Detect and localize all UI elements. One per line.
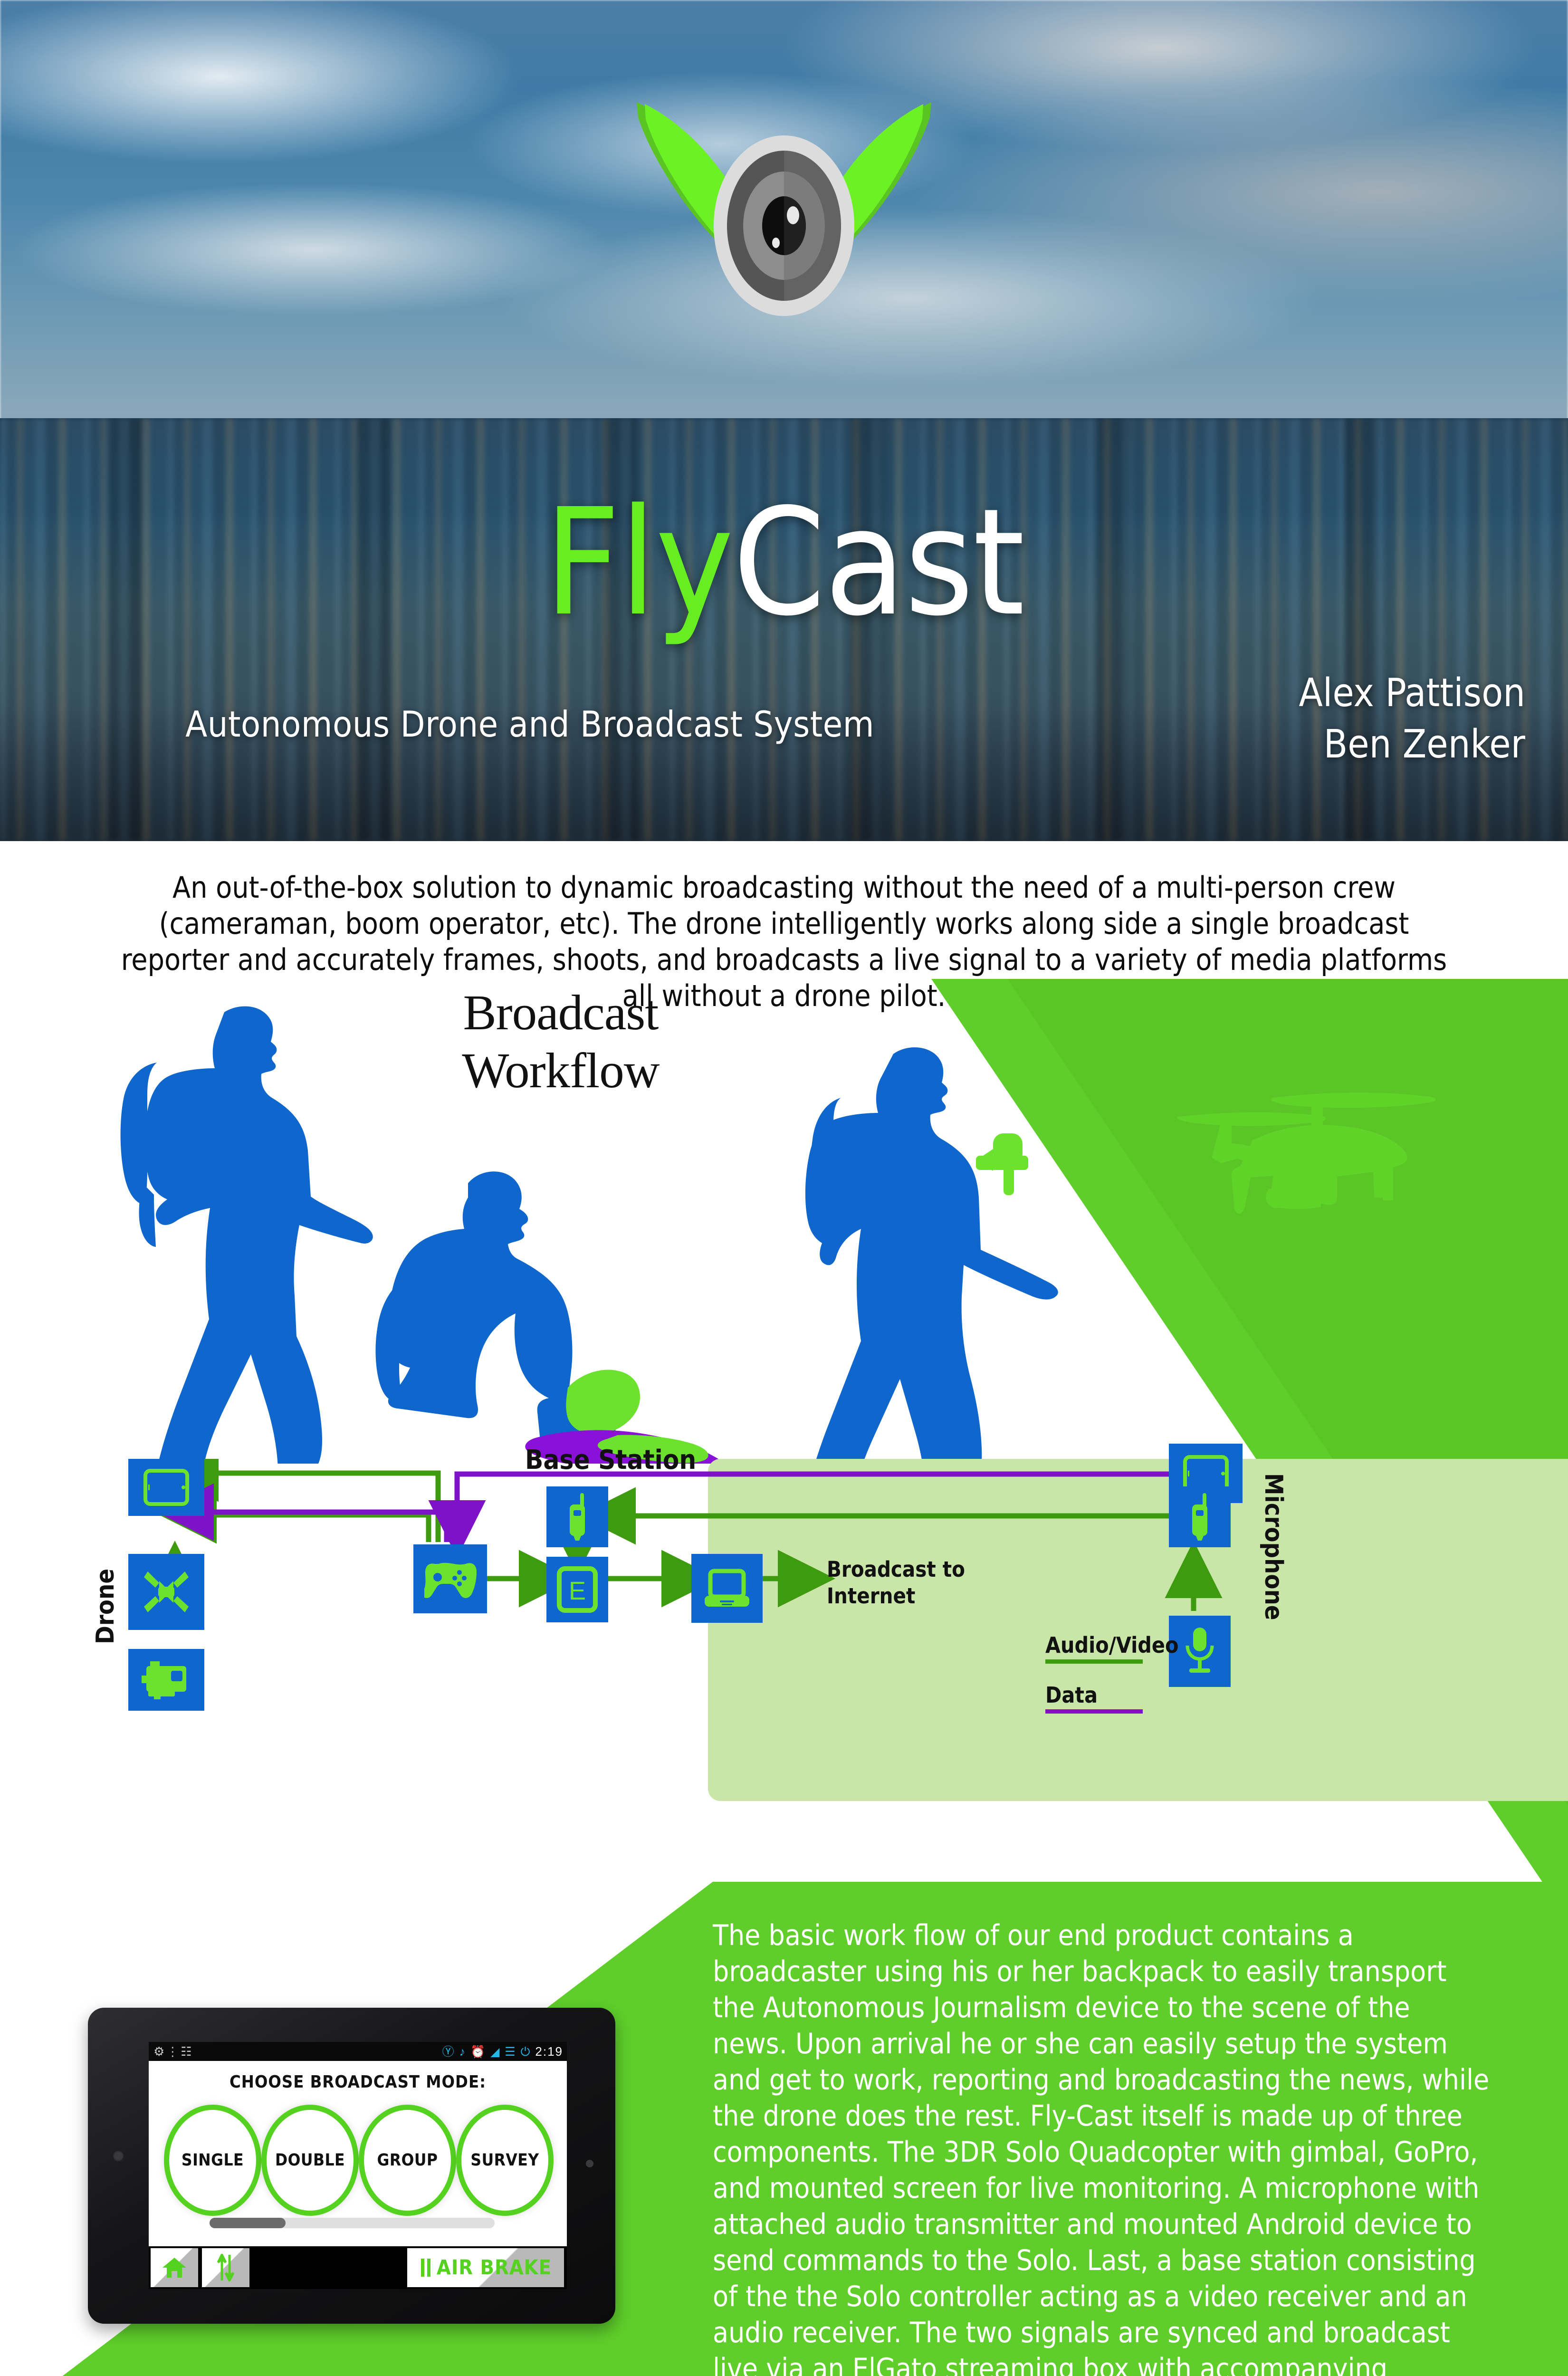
title-fly: Fly	[544, 477, 734, 649]
bottom-section: ⚙⋮☷ Ⓨ ♪ ⏰ ◢ ☰ ⏻ 2:19 CHOOSE BROADCAST MO…	[0, 1882, 1568, 2376]
workflow-heading-line2: Workflow	[462, 1043, 660, 1098]
node-drone-screen	[128, 1459, 204, 1516]
legend-audio-video-label: Audio/Video	[1045, 1632, 1179, 1658]
camera-lens-with-wings-logo	[637, 102, 931, 316]
figures-svg	[120, 1006, 1436, 1464]
node-microphone	[1169, 1616, 1231, 1687]
laptop-icon	[705, 1569, 749, 1607]
walkie-talkie-icon	[1192, 1493, 1207, 1541]
broadcast-workflow-section: Broadcast Workflow	[0, 979, 1568, 1920]
pause-icon	[421, 2259, 430, 2277]
node-laptop	[691, 1554, 763, 1623]
author-2: Ben Zenker	[1323, 722, 1525, 767]
kneeling-operator-figure-icon	[375, 1171, 616, 1448]
battery-icon: ⏻	[520, 2045, 531, 2059]
backpacker-figure-icon	[120, 1006, 373, 1464]
legend-audio-video-line	[1045, 1659, 1143, 1664]
alarm-icon: ⏰	[470, 2045, 487, 2059]
mode-button-group[interactable]: GROUP	[359, 2105, 456, 2216]
authors-block: Alex Pattison Ben Zenker	[1299, 668, 1525, 770]
city-vignette	[0, 418, 1568, 841]
gopro-camera-icon	[142, 1661, 186, 1699]
camera-lens-icon	[714, 135, 854, 316]
nav-spacer	[251, 2246, 407, 2289]
quadcopter-icon	[144, 1571, 189, 1612]
handheld-microphone-icon	[976, 1133, 1028, 1195]
mode-button-single[interactable]: SINGLE	[164, 2105, 261, 2216]
android-tablet-mockup: ⚙⋮☷ Ⓨ ♪ ⏰ ◢ ☰ ⏻ 2:19 CHOOSE BROADCAST MO…	[88, 2008, 615, 2324]
slider-fill	[210, 2218, 286, 2228]
mode-label-single: SINGLE	[181, 2151, 244, 2170]
intro-paragraph: An out-of-the-box solution to dynamic br…	[121, 870, 1447, 1013]
mute-icon: ♪	[459, 2045, 467, 2059]
poster-header: FlyCast Autonomous Drone and Broadcast S…	[0, 0, 1568, 841]
base-station-label: Base Station	[525, 1445, 697, 1475]
node-mic-transmitter	[1169, 1486, 1231, 1547]
drone-group-label: Drone	[91, 1568, 120, 1644]
page-subtitle: Autonomous Drone and Broadcast System	[185, 703, 874, 745]
legend-data-line	[1045, 1709, 1143, 1714]
sensor-icon	[586, 2160, 593, 2167]
workflow-heading-line1: Broadcast	[463, 985, 659, 1040]
description-paragraph: The basic work flow of our end product c…	[713, 1919, 1490, 2376]
walkie-talkie-icon	[570, 1493, 585, 1541]
workflow-diagram: E	[91, 1444, 1568, 1801]
broadcast-mode-prompt: CHOOSE BROADCAST MODE:	[229, 2072, 487, 2092]
home-button[interactable]	[151, 2248, 198, 2287]
broadcast-line-1: Broadcast to	[827, 1557, 965, 1582]
android-nav-bar: AIR BRAKE	[149, 2246, 567, 2289]
microphone-icon	[1186, 1628, 1214, 1673]
tablet-icon	[143, 1469, 189, 1506]
author-1: Alex Pattison	[1299, 671, 1525, 716]
mode-button-survey[interactable]: SURVEY	[456, 2105, 554, 2216]
workflow-heading: Broadcast Workflow	[394, 984, 727, 1100]
air-brake-button[interactable]: AIR BRAKE	[407, 2248, 564, 2287]
altitude-button[interactable]	[202, 2248, 249, 2287]
node-audio-receiver	[546, 1486, 608, 1547]
svg-text:E: E	[569, 1577, 586, 1605]
page-title: FlyCast	[0, 485, 1568, 642]
equipment-case-icon	[525, 1370, 722, 1464]
tablet-screen: ⚙⋮☷ Ⓨ ♪ ⏰ ◢ ☰ ⏻ 2:19 CHOOSE BROADCAST MO…	[149, 2042, 567, 2289]
broadcast-mode-options: SINGLE DOUBLE GROUP SURVEY	[164, 2105, 554, 2216]
android-status-bar: ⚙⋮☷ Ⓨ ♪ ⏰ ◢ ☰ ⏻ 2:19	[149, 2042, 567, 2061]
bluetooth-icon: Ⓨ	[442, 2045, 455, 2059]
city-skyline-background	[0, 418, 1568, 841]
title-cast: Cast	[733, 477, 1024, 649]
front-camera-icon	[113, 2150, 124, 2162]
altitude-arrows-icon	[217, 2254, 235, 2281]
mode-button-double[interactable]: DOUBLE	[261, 2105, 359, 2216]
air-brake-label: AIR BRAKE	[436, 2256, 552, 2280]
node-drone-quadcopter	[128, 1554, 204, 1630]
status-time: 2:19	[535, 2044, 563, 2059]
mode-label-double: DOUBLE	[275, 2151, 345, 2170]
legend-data-label: Data	[1045, 1682, 1098, 1708]
mode-label-group: GROUP	[377, 2151, 438, 2170]
microphone-group-label: Microphone	[1259, 1473, 1288, 1620]
node-solo-controller[interactable]	[413, 1544, 487, 1613]
signal-icon: ☰	[505, 2045, 516, 2059]
broadcast-to-internet-label: Broadcast to Internet	[827, 1556, 965, 1610]
status-left-icons: ⚙⋮☷	[153, 2044, 194, 2059]
home-icon	[163, 2258, 186, 2278]
progress-slider[interactable]	[210, 2218, 495, 2228]
wifi-icon: ◢	[490, 2045, 501, 2059]
quadcopter-illustration-icon	[1177, 1092, 1436, 1214]
diagram-svg	[146, 1459, 1223, 1611]
node-drone-gopro	[128, 1649, 204, 1711]
broadcast-line-2: Internet	[827, 1583, 916, 1609]
elgato-box-icon: E	[557, 1566, 598, 1613]
status-right-icons: Ⓨ ♪ ⏰ ◢ ☰ ⏻ 2:19	[442, 2044, 563, 2059]
mode-label-survey: SURVEY	[470, 2151, 539, 2170]
workflow-figures	[0, 979, 1568, 1464]
city-buildings-texture	[0, 418, 1568, 841]
reporter-figure-icon	[805, 1047, 1058, 1464]
flycast-logo	[611, 83, 957, 378]
node-elgato-box: E	[546, 1557, 608, 1622]
app-body: CHOOSE BROADCAST MODE: SINGLE DOUBLE GRO…	[149, 2061, 567, 2246]
gamepad-icon	[424, 1562, 477, 1598]
